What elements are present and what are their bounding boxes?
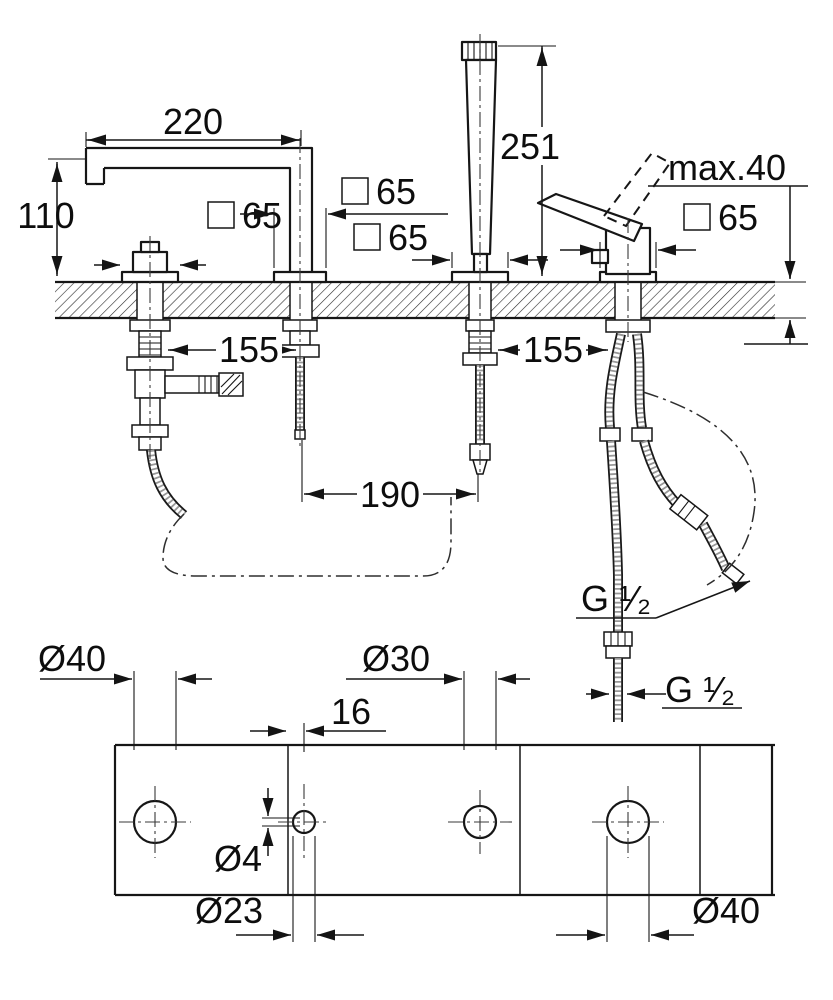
- dim-max-deck-thickness: max.40: [648, 147, 808, 345]
- thread-size-text-2: G ¹⁄₂: [665, 669, 735, 710]
- routing-centerline: [162, 391, 756, 586]
- dim-hole1-diameter: Ø40: [38, 638, 212, 750]
- plan-view: Ø40 Ø30 16 Ø4: [38, 638, 775, 942]
- dim-pilot-diameter: Ø4: [214, 788, 300, 879]
- dim-label-220: 220: [163, 101, 223, 142]
- dim-label-65-4: 65: [718, 197, 758, 238]
- dim-hole-distance-right: 155: [498, 329, 608, 370]
- dim-label-dia30: Ø30: [362, 638, 430, 679]
- plan-hole-2: [278, 784, 330, 860]
- dim-label-65-2: 65: [376, 171, 416, 212]
- plan-hole-1: [119, 786, 191, 858]
- dim-label-110: 110: [17, 195, 74, 236]
- thread-label-2: G ¹⁄₂: [586, 669, 742, 710]
- dim-label-dia40-right: Ø40: [692, 890, 760, 931]
- dim-label-dia40-left: Ø40: [38, 638, 106, 679]
- dim-escutcheon-1: 65: [94, 195, 282, 271]
- dim-shower-height: 251: [497, 45, 565, 276]
- thread-label-1: G ¹⁄₂: [576, 578, 751, 619]
- dim-label-max40: max.40: [668, 147, 786, 188]
- mixer-lever-alt-position: [602, 151, 672, 228]
- dim-hole-distance-middle: 190: [301, 440, 479, 515]
- dim-label-16: 16: [331, 691, 371, 732]
- dim-label-65-1: 65: [242, 195, 282, 236]
- dim-label-190: 190: [360, 474, 420, 515]
- bath-spout: [84, 146, 314, 272]
- escutcheon-plates: [120, 270, 658, 284]
- dim-escutcheon-2: 65: [240, 171, 448, 268]
- dim-spout-height: 110: [17, 158, 86, 276]
- dim-hole-distance-left: 155: [168, 329, 296, 370]
- dim-pilot-offset: 16: [250, 691, 386, 752]
- dim-label-dia4: Ø4: [214, 838, 262, 879]
- dim-label-dia23: Ø23: [195, 890, 263, 931]
- elevation-view: 220 110 251: [17, 34, 808, 722]
- dim-hole4-diameter: Ø40: [556, 836, 760, 942]
- mixer-lever: [536, 192, 644, 243]
- dim-label-155-right: 155: [523, 329, 583, 370]
- plan-hole-4: [592, 786, 664, 858]
- dim-escutcheon-4: 65: [560, 197, 758, 268]
- hand-shower: [460, 40, 498, 475]
- centerlines: [149, 34, 629, 476]
- thread-size-text-1: G ¹⁄₂: [581, 578, 651, 619]
- dim-label-65-3: 65: [388, 217, 428, 258]
- dim-spout-reach: 220: [85, 101, 302, 147]
- dim-escutcheon-3: 65: [353, 217, 548, 268]
- dim-hole3-diameter: Ø30: [346, 638, 530, 750]
- dim-hole2-diameter: Ø23: [195, 836, 364, 942]
- dim-label-155-left: 155: [219, 329, 279, 370]
- plan-hole-3: [448, 790, 512, 854]
- dim-label-251: 251: [500, 126, 560, 167]
- plan-strip: [113, 743, 775, 897]
